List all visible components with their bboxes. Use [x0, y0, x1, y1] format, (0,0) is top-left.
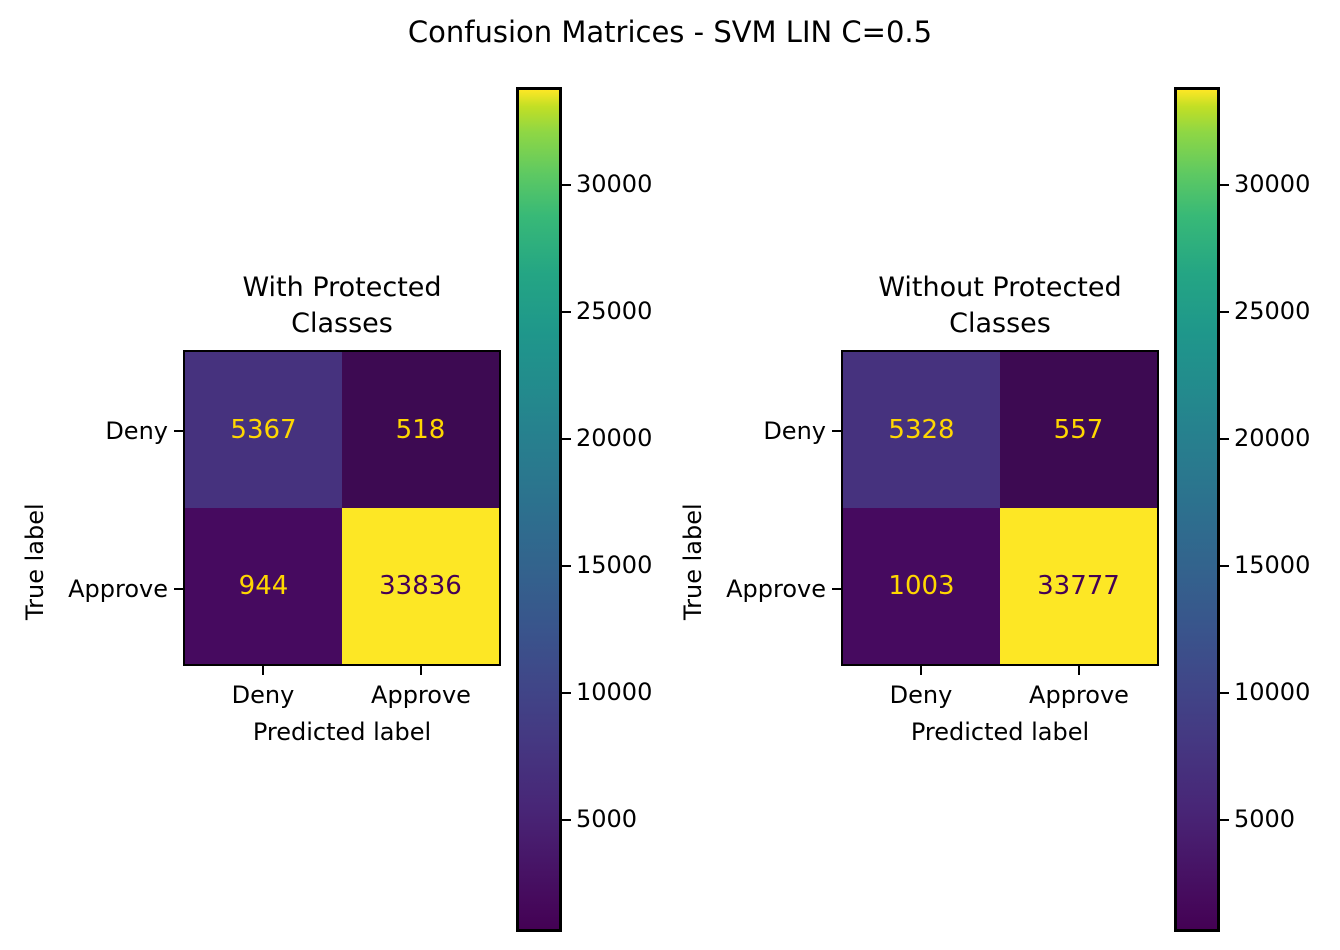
colorbar-tick-label: 30000 [576, 170, 653, 198]
y-axis-title-right: True label [679, 503, 707, 620]
colorbar-tick-mark [1220, 819, 1229, 821]
cell-value: 5367 [230, 415, 297, 445]
colorbar-right [1174, 87, 1220, 932]
cell-value: 33777 [1037, 571, 1120, 601]
colorbar-tick-mark [562, 311, 571, 313]
colorbar-tick-mark [562, 438, 571, 440]
y-tick-mark [174, 430, 183, 432]
matrix-cell: 5367 [185, 352, 342, 508]
y-axis-title-left: True label [21, 503, 49, 620]
cell-value: 33836 [379, 571, 462, 601]
x-tick-label-deny: Deny [889, 681, 953, 709]
colorbar-tick-mark [1220, 565, 1229, 567]
colorbar-tick-mark [562, 565, 571, 567]
cell-value: 518 [395, 415, 446, 445]
colorbar-tick-label: 15000 [576, 551, 653, 579]
colorbar-tick-mark [1220, 311, 1229, 313]
matrix-cell: 944 [185, 508, 342, 664]
colorbar-tick-label: 10000 [1234, 678, 1311, 706]
subplot-title-left-line1: With Protected [242, 272, 442, 303]
y-tick-label-deny: Deny [763, 417, 826, 445]
colorbar-tick-mark [562, 692, 571, 694]
matrix-cell: 518 [342, 352, 499, 508]
colorbar-tick-mark [562, 184, 571, 186]
cell-value: 557 [1053, 415, 1104, 445]
colorbar-tick-label: 20000 [1234, 424, 1311, 452]
cell-value: 5328 [888, 415, 955, 445]
x-axis-title-right: Predicted label [910, 718, 1090, 746]
colorbar-tick-label: 25000 [576, 297, 653, 325]
colorbar-tick-label: 10000 [576, 678, 653, 706]
y-tick-mark [832, 430, 841, 432]
x-tick-mark [262, 666, 264, 675]
x-axis-title-left: Predicted label [252, 718, 432, 746]
colorbar-tick-label: 25000 [1234, 297, 1311, 325]
matrix-cell: 557 [1000, 352, 1157, 508]
y-tick-mark [832, 588, 841, 590]
colorbar-tick-mark [1220, 184, 1229, 186]
x-tick-mark [1078, 666, 1080, 675]
confusion-matrix-right: 5328 557 1003 33777 [841, 350, 1159, 666]
y-tick-mark [174, 588, 183, 590]
x-tick-mark [420, 666, 422, 675]
matrix-cell: 33836 [342, 508, 499, 664]
x-tick-label-approve: Approve [1029, 681, 1129, 709]
matrix-cell: 33777 [1000, 508, 1157, 664]
colorbar-left [516, 87, 562, 932]
y-tick-label-approve: Approve [726, 575, 826, 603]
x-tick-label-deny: Deny [231, 681, 295, 709]
colorbar-tick-mark [1220, 692, 1229, 694]
cell-value: 944 [238, 571, 289, 601]
colorbar-tick-label: 30000 [1234, 170, 1311, 198]
colorbar-tick-label: 15000 [1234, 551, 1311, 579]
y-tick-label-approve: Approve [68, 575, 168, 603]
subplot-title-left-line2: Classes [291, 308, 393, 339]
x-tick-label-approve: Approve [371, 681, 471, 709]
subplot-title-left: With Protected Classes [183, 270, 501, 342]
colorbar-tick-mark [1220, 438, 1229, 440]
subplot-title-right-line1: Without Protected [878, 272, 1122, 303]
colorbar-tick-label: 5000 [1234, 805, 1296, 833]
colorbar-tick-label: 20000 [576, 424, 653, 452]
confusion-matrix-left: 5367 518 944 33836 [183, 350, 501, 666]
matrix-cell: 5328 [843, 352, 1000, 508]
x-tick-mark [920, 666, 922, 675]
y-tick-label-deny: Deny [105, 417, 168, 445]
subplot-title-right: Without Protected Classes [841, 270, 1159, 342]
matrix-cell: 1003 [843, 508, 1000, 664]
figure-title: Confusion Matrices - SVM LIN C=0.5 [407, 15, 933, 49]
cell-value: 1003 [888, 571, 955, 601]
colorbar-tick-label: 5000 [576, 805, 638, 833]
colorbar-tick-mark [562, 819, 571, 821]
subplot-title-right-line2: Classes [949, 308, 1051, 339]
